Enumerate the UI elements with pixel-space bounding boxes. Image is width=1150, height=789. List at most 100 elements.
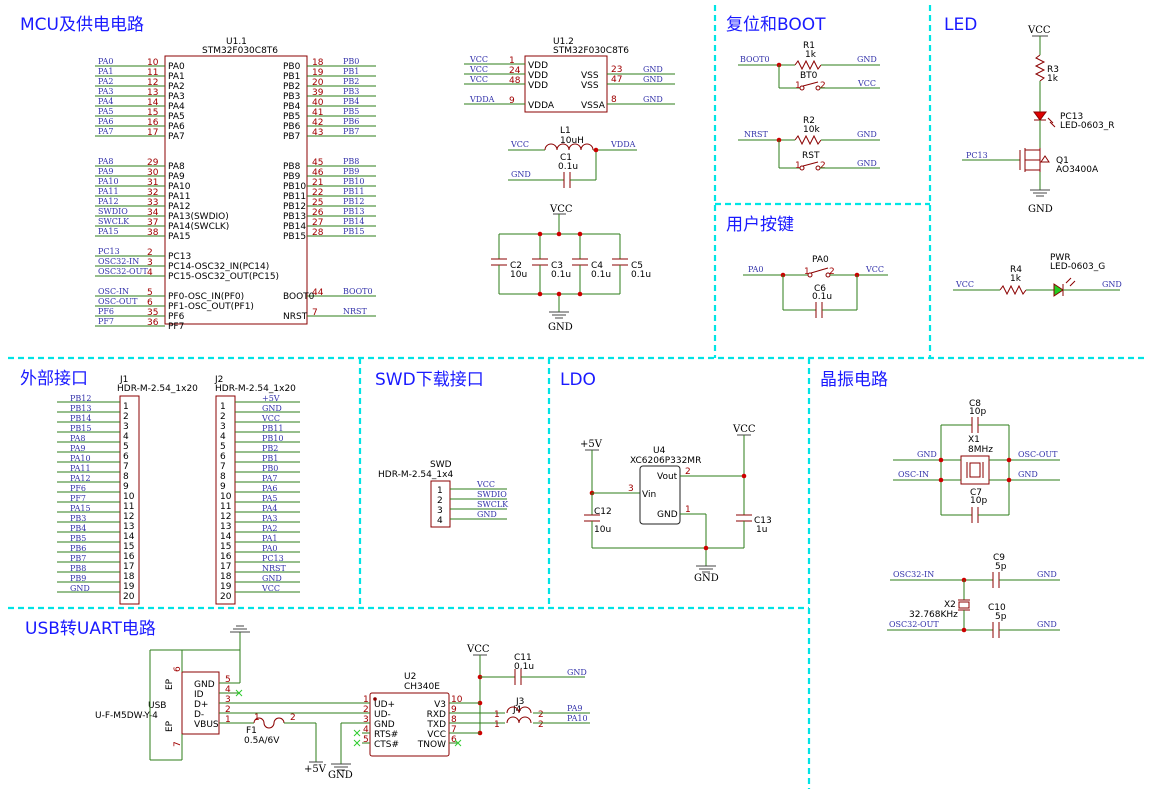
j2-pin-num: 12	[220, 512, 231, 522]
section-title-xtal: 晶振电路	[820, 370, 888, 390]
u11-left-num: 13	[147, 88, 158, 98]
j2-pin-num: 20	[220, 592, 232, 602]
u11-right-num: 42	[312, 118, 323, 128]
swd-pin-num: 1	[437, 486, 443, 496]
usb-pin-num: 4	[225, 685, 231, 695]
u11-left-net: PA7	[98, 127, 114, 136]
section-title-mcu: MCU及供电电路	[20, 15, 144, 35]
u11-right-name: BOOT0	[283, 292, 315, 302]
u12-left-net: VCC	[469, 55, 488, 64]
j2-pin-num: 19	[220, 582, 232, 592]
u11-right-net: PB11	[343, 187, 364, 196]
junction-dot	[556, 231, 562, 237]
section-title-usb: USB转UART电路	[25, 619, 156, 639]
j1-pin-num: 7	[123, 462, 129, 472]
junction-dot	[537, 291, 543, 297]
u11-left-net: SWDIO	[98, 207, 128, 216]
usb-pin-num: 3	[225, 695, 231, 705]
u11-left-net: PA1	[98, 67, 114, 76]
u4-pin-vin: Vin	[642, 490, 656, 500]
xtal-osc-in: OSC-IN	[898, 470, 929, 479]
j2-pin-num: 15	[220, 542, 231, 552]
decap-ref: C5	[631, 261, 643, 271]
section-title-keys: 用户按键	[726, 215, 794, 235]
u4-pin-gnd: GND	[657, 510, 678, 520]
j1-pin-num: 3	[123, 422, 129, 432]
u11-right-name: PB0	[283, 62, 301, 72]
u4-part: XC6206P332MR	[630, 456, 701, 466]
section-title-reset: 复位和BOOT	[726, 15, 826, 35]
key-p1: 1	[804, 267, 810, 277]
j1-body	[119, 395, 140, 605]
u11-left-net: PA9	[98, 167, 114, 176]
usb-pin-name: D-	[194, 710, 204, 720]
u2-right-name: RXD	[427, 710, 446, 720]
u11-part: STM32F030C8T6	[202, 46, 278, 56]
c1-value: 0.1u	[558, 162, 578, 172]
led-pc13-value: LED-0603_R	[1060, 121, 1115, 131]
swd-part: HDR-M-2.54_1x4	[378, 470, 453, 480]
u11-left-name: PA9	[168, 172, 185, 182]
u11-left-name: PA4	[168, 102, 185, 112]
j2-pin-num: 10	[220, 492, 232, 502]
decoup-gnd-label: GND	[548, 322, 573, 333]
reset-gnd3-label: GND	[857, 159, 877, 168]
u11-left-name: PA14(SWCLK)	[168, 222, 229, 232]
c8-value: 10p	[969, 407, 986, 417]
usb-ep-bot: EP	[165, 720, 175, 732]
j2-pin-num: 18	[220, 572, 232, 582]
section-title-swd: SWD下载接口	[375, 370, 484, 390]
section-dividers	[8, 5, 1145, 789]
ldo-vout-label: VCC	[732, 424, 756, 435]
u12-left-num: 48	[509, 76, 521, 86]
no-connect-mark	[235, 689, 243, 697]
junction-dot	[537, 231, 543, 237]
j2-pin-num: 6	[220, 452, 226, 462]
u11-ref: U1.1	[226, 37, 247, 47]
j4-ref: J4	[512, 705, 522, 715]
u11-left-num: 31	[147, 178, 158, 188]
f1-value: 0.5A/6V	[244, 736, 280, 746]
c7-value: 10p	[970, 496, 987, 506]
u12-left-num: 1	[509, 56, 515, 66]
c9-ref: C9	[993, 553, 1005, 563]
j1-pins: PB121PB132PB143PB154PA85PA96PA107PA118PA…	[57, 394, 135, 602]
j3-p2: 2	[538, 710, 544, 720]
c10-value: 5p	[995, 612, 1007, 622]
u2-right-num: 9	[451, 705, 457, 715]
u11-left-net: OSC32-IN	[98, 257, 139, 266]
u12-left-name: VDD	[528, 61, 548, 71]
u11-right-name: PB3	[283, 92, 300, 102]
j1-pin-num: 12	[123, 512, 134, 522]
j2-net: NRST	[262, 564, 287, 573]
j1-pin-num: 14	[123, 532, 135, 542]
u11-left-num: 30	[147, 168, 159, 178]
u11-right-net: PB14	[343, 217, 364, 226]
u11-right-net: PB10	[343, 177, 364, 186]
u11-right-num: 46	[312, 168, 324, 178]
led-pc13-net: PC13	[966, 151, 988, 160]
u11-right-net: PB12	[343, 197, 364, 206]
u11-left-name: PF7	[168, 322, 184, 332]
u11-left-name: PA10	[168, 182, 191, 192]
u12-right-name: VSS	[581, 71, 599, 81]
swd-pin-num: 3	[437, 506, 443, 516]
u11-right-name: PB13	[283, 212, 306, 222]
j1-net: PA15	[70, 504, 91, 513]
key-p2: 2	[829, 267, 835, 277]
u11-left-name: PA8	[168, 162, 185, 172]
u11-right-num: 22	[312, 188, 323, 198]
j2-pin-num: 1	[220, 402, 226, 412]
ldo-vout-num: 2	[685, 467, 691, 477]
j1-net: PF6	[70, 484, 86, 493]
xtal-osc-out: OSC-OUT	[1018, 450, 1058, 459]
u11-left-name: PF1-OSC_OUT(PF1)	[168, 302, 254, 312]
u12-left-net: VCC	[469, 65, 488, 74]
j1-part: HDR-M-2.54_1x20	[117, 384, 198, 394]
l1-value: 10uH	[560, 136, 584, 146]
u11-left-name: PA3	[168, 92, 185, 102]
rst-p1: 1	[795, 161, 801, 171]
